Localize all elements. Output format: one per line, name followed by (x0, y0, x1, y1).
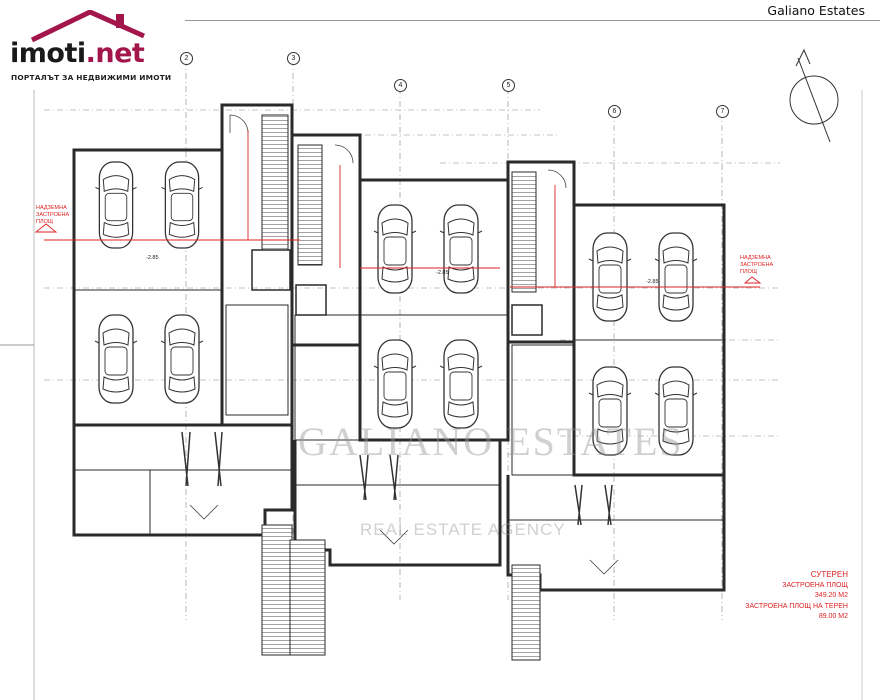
legend-title: СУТЕРЕН (810, 570, 848, 579)
bicycle-racks (181, 431, 613, 526)
grid-axis-marker: 4 (394, 79, 407, 92)
legend-ground-area-label: ЗАСТРОЕНА ПЛОЩ НА ТЕРЕН (745, 602, 848, 610)
agency-brand: Galiano Estates (767, 3, 865, 18)
site-logo[interactable]: imoti.net ПОРТАЛЪТ ЗА НЕДВИЖИМИ ИМОТИ (8, 10, 178, 85)
area-legend: СУТЕРЕН ЗАСТРОЕНА ПЛОЩ 349.20 М2 ЗАСТРОЕ… (745, 570, 848, 623)
grid-axis-marker: 5 (502, 79, 515, 92)
logo-tagline: ПОРТАЛЪТ ЗА НЕДВИЖИМИ ИМОТИ (11, 73, 172, 82)
doors (189, 114, 619, 575)
house-roof-icon (30, 10, 146, 43)
grid-axis-marker: 2 (180, 52, 193, 65)
legend-built-area-label: ЗАСТРОЕНА ПЛОЩ (782, 581, 848, 589)
unit-right (506, 160, 726, 661)
legend-ground-area-value: 89.00 М2 (818, 613, 848, 620)
level-mark: -2.85 (646, 279, 659, 285)
watermark: GALIANO ESTATES (298, 419, 684, 464)
level-mark: -2.85 (146, 255, 159, 261)
unit-middle (289, 133, 510, 656)
legend-built-area-value: 349.20 М2 (814, 592, 848, 599)
logo-wordmark: imoti.net (10, 38, 145, 69)
north-arrow-icon (789, 48, 839, 143)
grid-axis-marker: 3 (287, 52, 300, 65)
grid-axis-marker: 7 (716, 105, 729, 118)
red-annotations (34, 130, 762, 288)
level-mark: -2.85 (436, 270, 449, 276)
grid-axis-marker: 6 (608, 105, 621, 118)
watermark-subtitle: REAL ESTATE AGENCY (360, 520, 566, 539)
header-divider (185, 20, 880, 21)
